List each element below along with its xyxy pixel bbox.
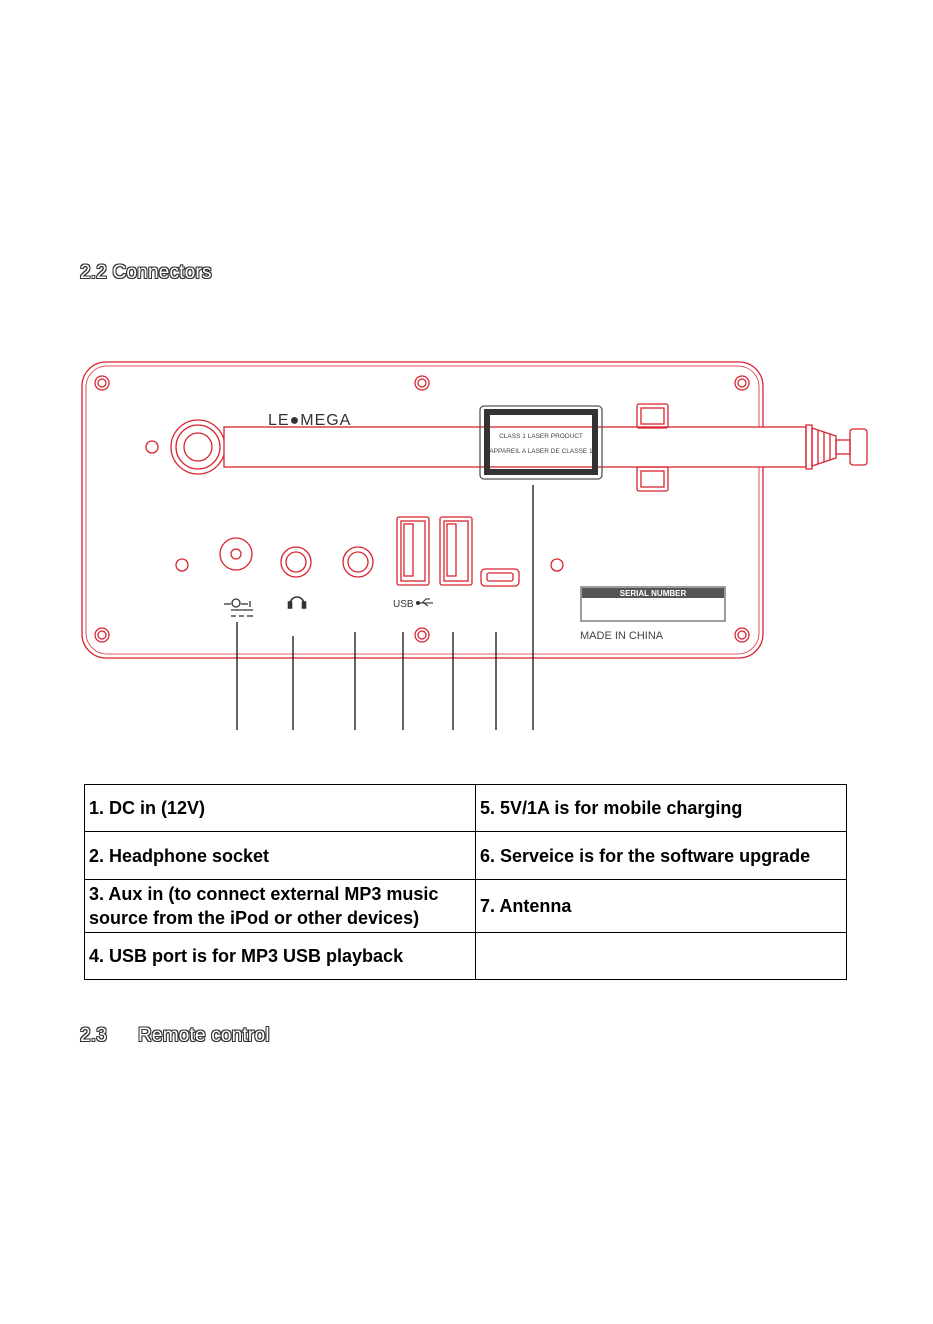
brand-logo: LE●MEGA — [268, 412, 351, 429]
panel-outline — [81, 361, 764, 659]
section-number-remote: 2.3 — [80, 1025, 108, 1046]
laser-label-line-2: APPAREIL A LASER DE CLASSE 1 — [489, 448, 593, 455]
table-row: 4. USB port is for MP3 USB playback — [84, 932, 847, 980]
callout-lines — [236, 485, 534, 730]
table-cell — [475, 932, 847, 980]
table-cell: 1. DC in (12V) — [84, 784, 476, 832]
dc-in-socket-icon — [219, 537, 253, 571]
screw-icon — [734, 627, 750, 643]
laser-product-label: CLASS 1 LASER PRODUCT APPAREIL A LASER D… — [479, 405, 603, 480]
antenna-pivot-icon — [170, 419, 226, 475]
hole-icon — [550, 558, 564, 572]
screw-icon — [94, 375, 110, 391]
aux-in-socket-icon — [342, 546, 374, 578]
made-in-label: MADE IN CHINA — [580, 630, 664, 642]
table-row: 3. Aux in (to connect external MP3 music… — [84, 879, 847, 933]
antenna-clip-icon — [636, 403, 669, 492]
table-cell: 7. Antenna — [475, 879, 847, 933]
screw-icon — [414, 375, 430, 391]
table-row: 1. DC in (12V) 5. 5V/1A is for mobile ch… — [84, 784, 847, 832]
table-row: 2. Headphone socket 6. Serveice is for t… — [84, 831, 847, 880]
micro-usb-service-port-icon — [480, 568, 520, 587]
serial-number-plate: SERIAL NUMBER — [580, 586, 726, 622]
hole-icon — [175, 558, 189, 572]
dc-symbol-icon — [224, 598, 253, 617]
hole-icon — [145, 440, 159, 454]
section-heading-remote-control: Remote control — [138, 1025, 270, 1046]
screw-icon — [734, 375, 750, 391]
usb-symbol-icon — [415, 598, 433, 607]
antenna-rod-icon — [223, 424, 868, 470]
laser-label-line-1: CLASS 1 LASER PRODUCT — [499, 433, 583, 440]
usb-charging-port-icon — [439, 516, 473, 586]
screw-icon — [414, 627, 430, 643]
panel-inner-outline — [85, 365, 760, 655]
table-cell: 6. Serveice is for the software upgrade — [475, 831, 847, 880]
table-cell: 4. USB port is for MP3 USB playback — [84, 932, 476, 980]
section-heading-connectors: 2.2 Connectors — [80, 262, 212, 283]
serial-number-label: SERIAL NUMBER — [620, 589, 687, 598]
screw-icon — [94, 627, 110, 643]
table-cell: 2. Headphone socket — [84, 831, 476, 880]
connectors-table: 1. DC in (12V) 5. 5V/1A is for mobile ch… — [84, 784, 847, 980]
connector-panel-diagram: LE●MEGA CLASS 1 LASER PRODUCT APPAREIL A… — [81, 361, 868, 730]
headphone-symbol-icon — [287, 596, 307, 609]
headphone-socket-icon — [280, 546, 312, 578]
table-cell: 3. Aux in (to connect external MP3 music… — [84, 879, 476, 933]
usb-label: USB — [393, 599, 414, 610]
table-cell: 5. 5V/1A is for mobile charging — [475, 784, 847, 832]
usb-port-icon — [396, 516, 430, 586]
